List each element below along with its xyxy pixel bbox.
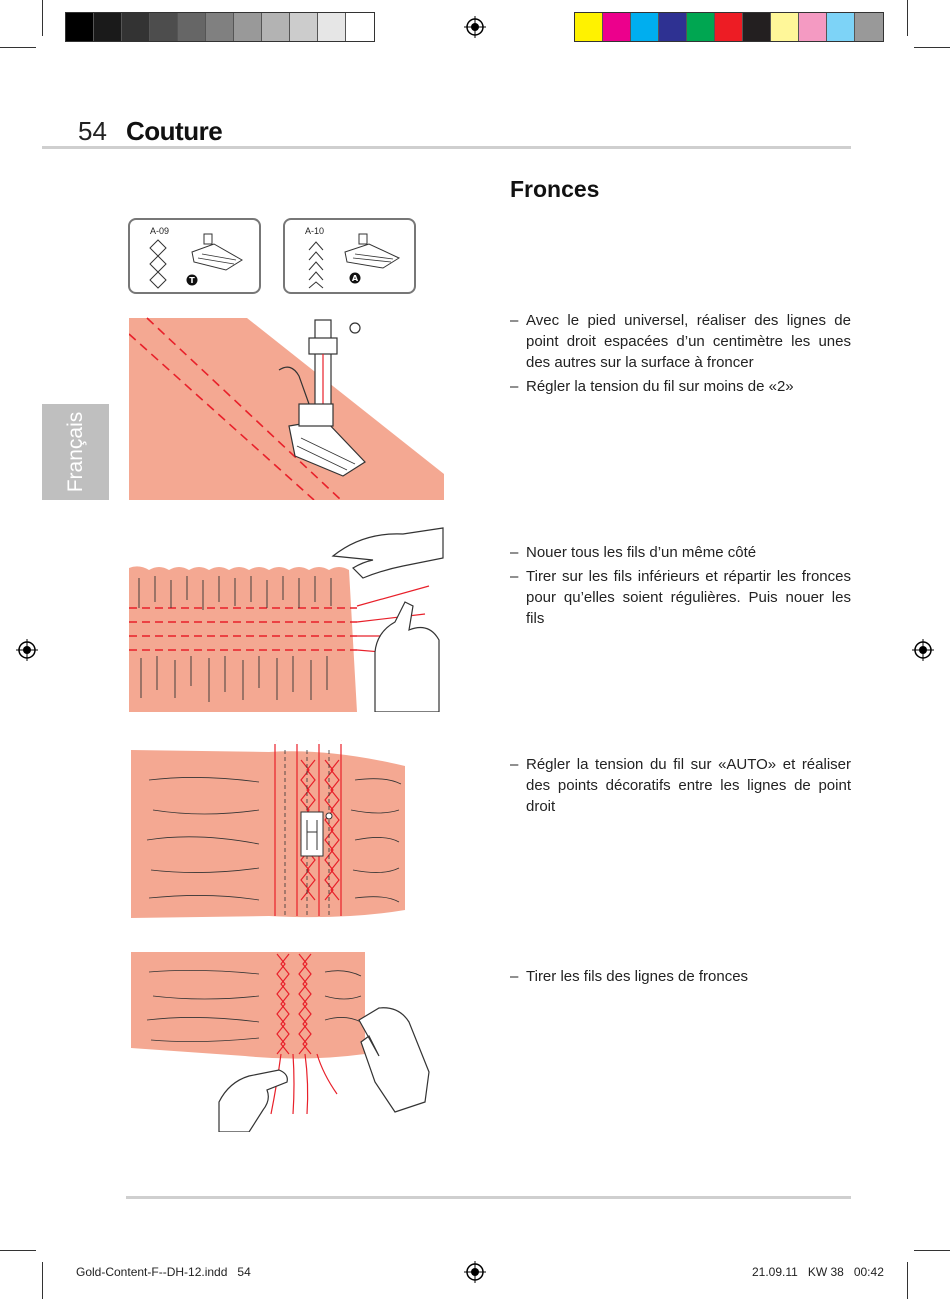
illustration-straight-stitch [129, 317, 444, 500]
presser-foot-icon [191, 233, 243, 271]
stitch-code: A-09 [150, 226, 170, 236]
color-swatch [150, 13, 178, 41]
hand-icon [374, 601, 440, 712]
illustration-decorative-stitch [131, 740, 405, 918]
foot-badge: A [349, 272, 361, 284]
list-item: –Nouer tous les fils d’un même côté [510, 544, 757, 561]
color-swatch [66, 13, 94, 41]
color-swatch [206, 13, 234, 41]
hand-icon [331, 527, 444, 579]
crop-mark [914, 47, 950, 48]
color-swatch [346, 13, 374, 41]
list-item: –Régler la tension du fil sur «AUTO» et … [510, 756, 851, 815]
step-3-instructions: –Régler la tension du fil sur «AUTO» et … [510, 754, 851, 820]
step-1-instructions: –Avec le pied universel, réaliser des li… [510, 310, 851, 400]
color-swatch [799, 13, 827, 41]
crop-mark [42, 0, 43, 36]
page-title: Couture [126, 116, 223, 146]
color-swatch [827, 13, 855, 41]
registration-mark-icon [16, 639, 38, 661]
foot-badge: T [186, 274, 198, 286]
color-swatch [178, 13, 206, 41]
color-swatch [603, 13, 631, 41]
color-calibration-bar [574, 12, 884, 42]
color-swatch [122, 13, 150, 41]
registration-mark-icon [912, 639, 934, 661]
color-swatch [262, 13, 290, 41]
color-swatch [715, 13, 743, 41]
list-item: –Régler la tension du fil sur moins de «… [510, 378, 794, 395]
registration-mark-icon [464, 16, 486, 38]
presser-foot-icon [300, 811, 333, 857]
footer-date: 21.09.11 KW 38 00:42 [752, 1265, 884, 1279]
color-swatch [575, 13, 603, 41]
list-item: –Avec le pied universel, réaliser des li… [510, 312, 851, 371]
stitch-code: A-10 [305, 226, 325, 236]
crop-mark [0, 1250, 36, 1251]
page-number: 54 [78, 116, 107, 146]
color-swatch [855, 13, 883, 41]
color-swatch [687, 13, 715, 41]
crop-mark [907, 0, 908, 36]
color-swatch [290, 13, 318, 41]
crop-mark [42, 1262, 43, 1299]
presser-foot-icon [344, 233, 401, 269]
color-swatch [94, 13, 122, 41]
footer-file-name: Gold-Content-F--DH-12.indd 54 [76, 1265, 251, 1279]
illustration-gathering [129, 527, 444, 712]
svg-text:T: T [189, 276, 195, 285]
crop-mark [0, 47, 36, 48]
crop-mark [914, 1250, 950, 1251]
color-swatch [631, 13, 659, 41]
grayscale-calibration-bar [65, 12, 375, 42]
presser-foot-icon [278, 319, 366, 477]
step-4-instructions: –Tirer les fils des lignes de fronces [510, 966, 851, 990]
color-swatch [318, 13, 346, 41]
section-title: Fronces [510, 176, 600, 202]
footer-divider [126, 1196, 851, 1199]
list-item: –Tirer les fils des lignes de fronces [510, 968, 749, 985]
illustration-pulling-threads [131, 952, 430, 1132]
color-swatch [743, 13, 771, 41]
color-swatch [234, 13, 262, 41]
list-item: –Tirer sur les fils inférieurs et répart… [510, 568, 851, 627]
color-swatch [771, 13, 799, 41]
smocking-stitch-icon [149, 239, 167, 289]
chevron-stitch-icon [308, 241, 324, 289]
stitch-selector-a10: A-10 A [283, 218, 416, 294]
language-tab: Français [42, 404, 109, 500]
header-divider [42, 146, 851, 149]
stitch-selector-a09: A-09 T [128, 218, 261, 294]
crop-mark [907, 1262, 908, 1299]
step-2-instructions: –Nouer tous les fils d’un même côté –Tir… [510, 542, 851, 632]
svg-text:A: A [352, 274, 359, 283]
color-swatch [659, 13, 687, 41]
registration-mark-icon [464, 1261, 486, 1283]
language-tab-label: Français [63, 411, 87, 493]
hand-icon [218, 1069, 288, 1132]
hand-icon [358, 1007, 430, 1113]
